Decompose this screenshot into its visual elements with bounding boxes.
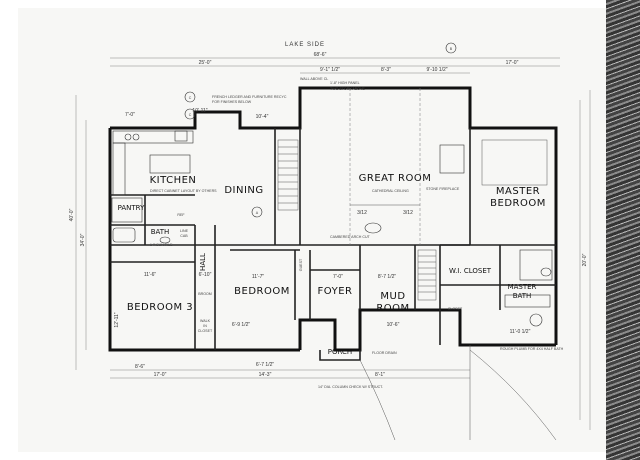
dimension-top-mid-2: 8'-3" [381,67,391,73]
dimension-bottom-8-1: 8'-1" [375,372,385,378]
exterior-wall-left [108,128,300,352]
dimension-10-4: 10'-4" [256,114,269,120]
room-label-walk-in-1: WALK [200,319,211,323]
room-label-closet: CLOSET [448,307,463,311]
room-label-foyer: FOYER [318,286,353,297]
room-label-master-bedroom-1: MASTER [496,186,540,197]
dimension-right: 20'-0" [582,253,588,266]
pitch-2: 3/12 [403,210,413,216]
room-label-mud-1: MUD [380,291,405,302]
svg-text:C: C [189,113,192,117]
master-bath-fixtures [504,249,553,327]
room-label-linen-1: LINE [180,229,189,233]
pitch-1: 3/12 [357,210,367,216]
room-label-master-bath-1: MASTER [508,283,537,291]
walkway-curve [359,359,396,441]
room-label-ref: REF [177,213,185,217]
staircase-mud [417,249,437,301]
note-column: 14" DIA. COLUMN CHECK W/ STRUCT. [318,385,383,389]
dimension-6-10: 6'-10" [199,272,212,278]
note-cambered-arch: CAMBERED ARCH CUT [330,235,371,239]
room-label-great-room: GREAT ROOM [359,173,432,184]
dimension-top-right: 17'-0" [506,60,519,66]
kitchen-cabinets [112,130,194,196]
porch-outline [319,350,361,361]
room-label-mud-2: ROOM [376,303,409,314]
dimension-7-0: 7'-0" [125,112,135,118]
dimension-bottom-8-6: 8'-6" [135,364,145,370]
dimension-depth-left: 40'-0" [69,208,75,221]
note-cathedral: CATHEDRAL CEILING [372,189,409,193]
fireplace [439,144,465,174]
room-label-broom: BROOM [198,292,212,296]
marker-c-1: C [184,91,196,103]
bath-fixtures [111,197,171,244]
note-french-ledger: FRENCH LEDGER AND FURNITURE RECYC [212,95,287,99]
note-high-panel: 1'-8" HIGH PANEL [330,81,360,85]
room-label-walk-in-2: IN [203,324,207,328]
note-cabinet-layout: DIRECT CABINET LAYOUT BY OTHERS [150,189,217,193]
notebook-binding-edge [606,0,640,460]
dimension-8-7: 8'-7 1/2" [378,274,397,280]
note-finishes: FOR FINISHES BELOW [212,100,252,104]
note-floor-drain: FLOOR DRAIN [372,351,397,355]
dimension-bottom-14-3: 14'-3" [259,372,272,378]
room-label-linen-2: CAB [180,234,188,238]
master-ceiling-note-box [481,139,548,186]
dimension-11-6: 11'-6" [144,272,157,278]
plan-title: LAKE SIDE [285,42,325,48]
dimension-6-9: 6'-9 1/2" [232,322,251,328]
room-label-dining: DINING [224,185,263,196]
marker-a: A [251,206,263,218]
room-label-bedroom-2: BEDROOM [234,286,290,297]
svg-text:C: C [189,96,192,100]
note-two-story: TWO STORY ABOVE [330,87,365,91]
room-label-master-bedroom-2: BEDROOM [490,198,546,209]
room-label-pantry: PANTRY [118,204,145,212]
room-label-guest: GUEST [299,258,303,271]
note-rough-plumb: ROUGH PLUMB FOR 4X4 HALF BATH [500,347,564,351]
marker-b: B [445,42,457,54]
room-label-kitchen: KITCHEN [150,175,197,186]
room-label-wi-closet: W.I. CLOSET [449,267,492,275]
dimension-top-mid-3: 9'-10 1/2" [426,67,447,73]
dimension-11-7: 11'-7" [252,274,265,280]
marker-c-2: C [184,108,196,120]
room-label-bath: BATH [151,228,170,236]
dimension-12-11: 12'-11" [114,312,120,327]
dimension-10-11: 10'-11" [192,108,207,114]
room-label-porch: PORCH [328,348,352,356]
dimension-top-left: 25'-0" [199,60,212,66]
room-label-walk-in-3: CLOSET [198,329,213,333]
note-stone-fireplace: STONE FIREPLACE [426,187,460,191]
svg-text:A: A [256,211,259,215]
note-sun-tile: 14" SUN TILE [150,243,173,247]
dimension-7-0-b: 7'-0" [333,274,343,280]
room-label-hall: HALL [199,253,207,271]
dimension-depth-left-2: 34'-0" [80,233,86,246]
driveway-curve [469,349,557,441]
dimension-bottom-17-0: 17'-0" [154,372,167,378]
dimension-10-6: 10'-6" [387,322,400,328]
round-table [364,222,382,234]
dimension-overall-width: 68'-6" [314,52,327,58]
dimension-11-0: 11'-0 1/2" [510,329,531,335]
room-label-master-bath-2: BATH [513,292,532,300]
room-label-bedroom-3: BEDROOM 3 [127,302,193,313]
note-wall-above: WALL ABOVE CL [300,77,328,81]
svg-text:B: B [450,47,453,51]
dimension-bottom-6-7: 6'-7 1/2" [256,362,275,368]
dimension-top-mid-1: 9'-1" 1/2" [320,67,340,73]
staircase-north [277,139,299,211]
